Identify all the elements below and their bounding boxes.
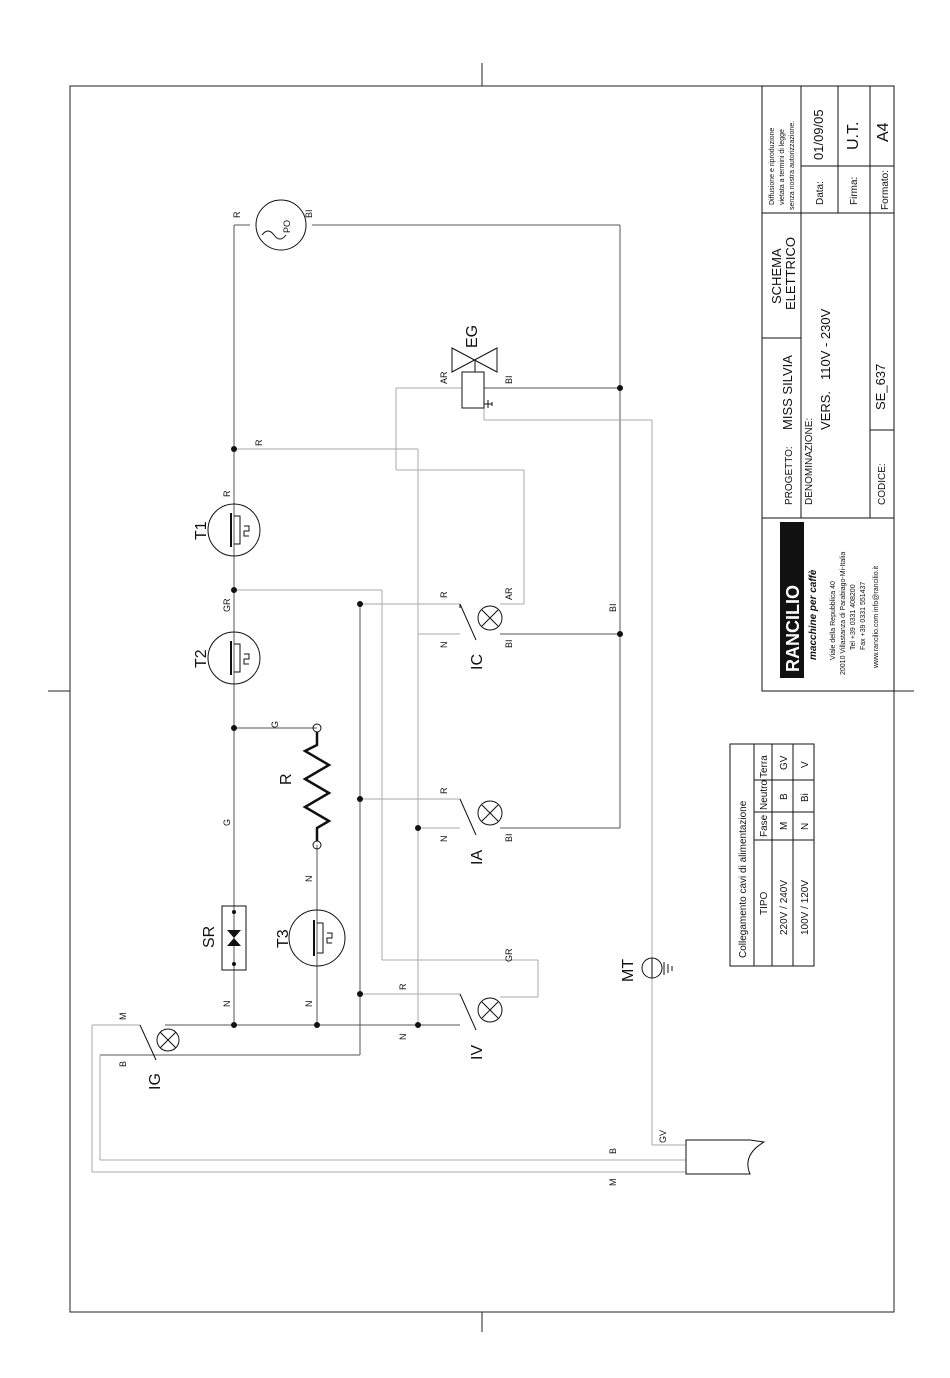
- svg-text:BI: BI: [504, 833, 514, 842]
- svg-text:senza nostra autorizzazione.: senza nostra autorizzazione.: [789, 121, 796, 210]
- t3-label: T3: [275, 929, 292, 948]
- svg-text:vietata a termini di legge: vietata a termini di legge: [779, 129, 786, 205]
- progetto-label: PROGETTO:: [784, 446, 795, 505]
- iv-label: IV: [469, 1045, 486, 1060]
- heating-element-r: R: [278, 723, 332, 850]
- svg-text:BI: BI: [504, 375, 514, 384]
- svg-text:B: B: [608, 1148, 618, 1154]
- cable-table-title: Collegamento cavi di alimentazione: [738, 800, 749, 958]
- svg-text:M: M: [608, 1179, 618, 1187]
- codice-label: CODICE:: [877, 463, 888, 505]
- svg-text:R: R: [439, 591, 449, 598]
- svg-text:R: R: [232, 211, 242, 218]
- formato-label: Formato:: [880, 170, 891, 210]
- svg-text:220V / 240V: 220V / 240V: [779, 880, 790, 935]
- firma-label: Firma:: [849, 177, 860, 205]
- po-label: PO: [282, 220, 292, 233]
- ig-label: IG: [147, 1073, 164, 1090]
- thermostat-t1: T1: [193, 503, 261, 557]
- data-value: 01/09/05: [811, 109, 826, 160]
- progetto-value: MISS SILVIA: [780, 355, 795, 430]
- svg-text:R: R: [439, 787, 449, 794]
- denominazione-label: DENOMINAZIONE:: [804, 418, 815, 505]
- svg-text:R: R: [222, 490, 232, 497]
- svg-text:Tel +39 0331 408200: Tel +39 0331 408200: [850, 584, 857, 650]
- svg-text:N: N: [304, 1001, 314, 1008]
- svg-text:V: V: [800, 761, 811, 768]
- svg-text:Fase: Fase: [759, 814, 770, 837]
- svg-text:Terra: Terra: [759, 755, 770, 778]
- brand-name: RANCILIO: [783, 585, 803, 672]
- solenoid-valve-eg: EG: [451, 325, 498, 409]
- schema-line2: ELETTRICO: [783, 237, 798, 310]
- svg-text:N: N: [222, 1001, 232, 1008]
- svg-text:AR: AR: [504, 587, 514, 600]
- codice-value: SE_637: [873, 364, 888, 410]
- vers-label: VERS.: [818, 391, 833, 430]
- svg-text:R: R: [398, 983, 408, 990]
- svg-text:Bi: Bi: [800, 793, 811, 802]
- svg-text:B: B: [118, 1061, 128, 1067]
- data-label: Data:: [815, 181, 826, 205]
- safety-thermostat-sr: SR: [201, 905, 247, 971]
- ic-label: IC: [469, 654, 486, 670]
- svg-text:BI: BI: [608, 603, 618, 612]
- svg-text:Diffusione e riproduzione: Diffusione e riproduzione: [769, 128, 776, 205]
- rancilio-logo: RANCILIO macchine per caffè: [780, 522, 819, 678]
- svg-text:M: M: [779, 822, 790, 830]
- switch-iv: IV: [459, 993, 503, 1060]
- svg-text:AR: AR: [439, 371, 449, 384]
- svg-text:N: N: [398, 1034, 408, 1041]
- junction-dots: [231, 385, 623, 1028]
- svg-text:GR: GR: [222, 598, 232, 612]
- ia-label: IA: [469, 850, 486, 865]
- t1-label: T1: [193, 521, 210, 540]
- switch-ig: IG: [139, 1024, 180, 1090]
- svg-text:BI: BI: [504, 639, 514, 648]
- svg-text:N: N: [439, 642, 449, 649]
- schema-line1: SCHEMA: [769, 248, 784, 304]
- power-plug: [685, 1139, 766, 1175]
- pump-po: PO: [255, 199, 307, 251]
- svg-text:N: N: [800, 823, 811, 830]
- wires: [91, 224, 686, 1173]
- switch-ia: IA: [459, 798, 503, 865]
- svg-text:100V / 120V: 100V / 120V: [800, 880, 811, 935]
- svg-text:www.rancilio.com info@ranci: www.rancilio.com info@rancilio.it: [873, 566, 880, 669]
- svg-text:G: G: [270, 721, 280, 728]
- t2-label: T2: [193, 649, 210, 668]
- thermostat-t3: T3: [275, 909, 346, 967]
- brand-tagline: macchine per caffè: [808, 569, 819, 660]
- mt-label: MT: [620, 959, 637, 982]
- title-block: RANCILIO macchine per caffè Viale della …: [761, 85, 895, 692]
- cable-connection-table: Collegamento cavi di alimentazione TIPO …: [729, 743, 815, 967]
- svg-text:20010 Villastanza di Parabiago: 20010 Villastanza di Parabiago-Mi-Italia: [840, 552, 847, 675]
- svg-text:Neutro: Neutro: [759, 780, 770, 810]
- svg-text:BI: BI: [304, 209, 314, 218]
- thermostat-t2: T2: [193, 631, 261, 685]
- ground-mt: MT: [620, 957, 673, 982]
- svg-text:B: B: [779, 793, 790, 800]
- svg-text:GR: GR: [504, 948, 514, 962]
- svg-text:GV: GV: [779, 755, 790, 770]
- svg-text:R: R: [254, 439, 264, 446]
- svg-text:G: G: [222, 819, 232, 826]
- svg-text:Fax +39 0331 551437: Fax +39 0331 551437: [860, 582, 867, 650]
- eg-label: EG: [464, 325, 481, 348]
- wire-color-labels: R BI R R GR G G N N N AR BI R AR BI N BI…: [118, 209, 668, 1186]
- firma-value: U.T.: [845, 122, 862, 150]
- svg-text:GV: GV: [658, 1130, 668, 1143]
- svg-text:TIPO: TIPO: [759, 891, 770, 915]
- svg-text:M: M: [118, 1013, 128, 1021]
- switch-ic: IC: [459, 603, 503, 670]
- svg-text:Viale della Repubblica 40: Viale della Repubblica 40: [830, 581, 837, 660]
- formato-value: A4: [875, 122, 892, 142]
- r-label: R: [278, 773, 295, 785]
- svg-text:N: N: [304, 876, 314, 883]
- sr-label: SR: [201, 926, 218, 948]
- svg-text:N: N: [439, 836, 449, 843]
- vers-value: 110V - 230V: [818, 308, 833, 380]
